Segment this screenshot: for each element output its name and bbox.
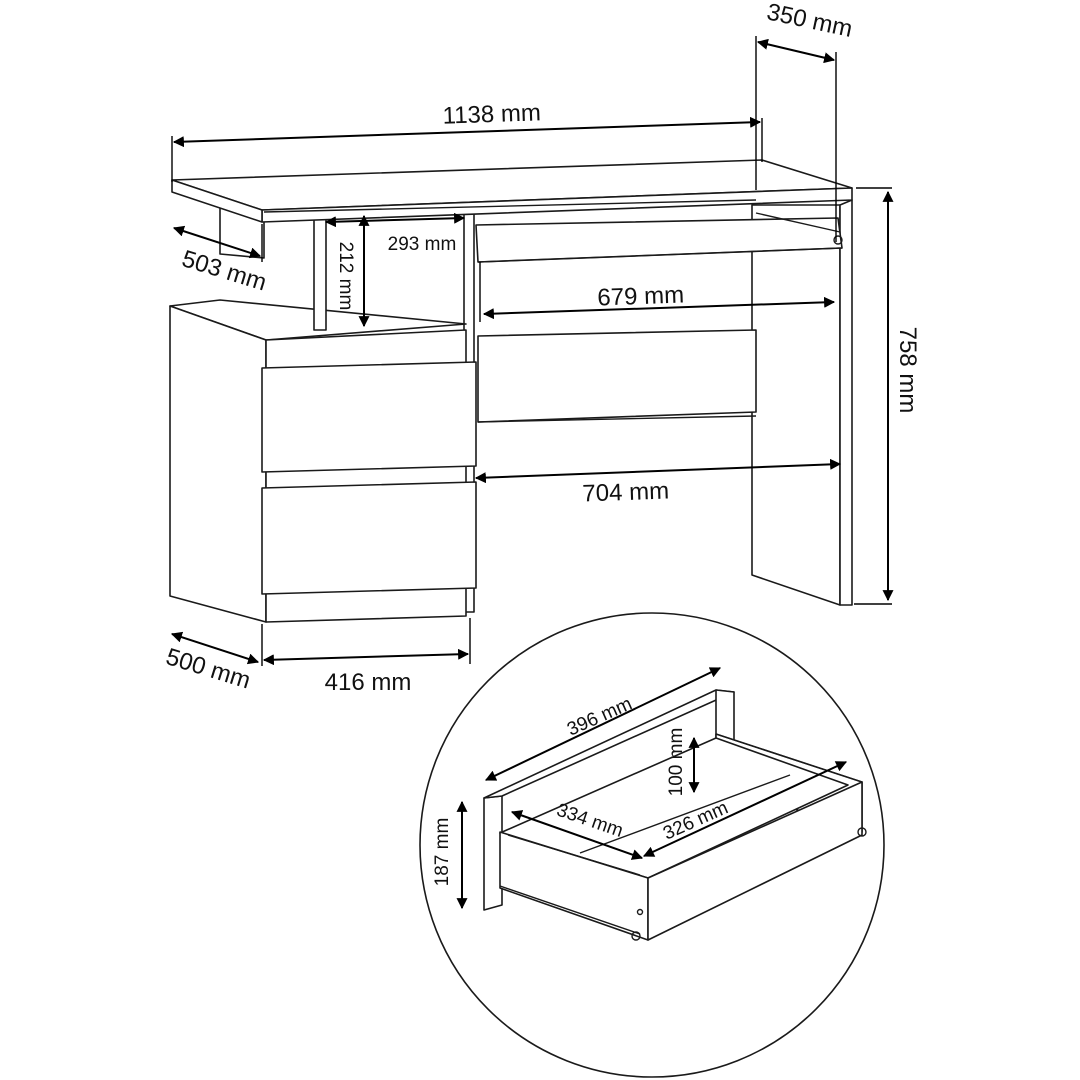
keyboard-tray-rail xyxy=(755,212,841,233)
desktop-back-line xyxy=(263,199,757,213)
dim-326-line xyxy=(643,761,847,857)
dim-1138-line xyxy=(172,116,762,148)
tray-wheel xyxy=(833,235,843,245)
dim-293-label: 293 mm xyxy=(388,234,457,255)
dim-396-line xyxy=(485,667,721,781)
dim-187-label: 187 mm xyxy=(432,818,453,887)
drawer-runner xyxy=(499,885,641,935)
right-leg-edge xyxy=(839,199,853,606)
detail-circle xyxy=(419,612,885,1078)
dim-293-line xyxy=(324,212,466,228)
dim-212-label: 212 mm xyxy=(335,242,356,311)
desktop-left-edge xyxy=(171,179,263,223)
dim-503-line xyxy=(172,225,262,259)
dim-679-label: 679 mm xyxy=(597,281,685,311)
drawer-pull-hole xyxy=(636,908,644,916)
dim-704-line xyxy=(474,458,842,484)
niche-post xyxy=(313,212,327,331)
cabinet-side xyxy=(169,305,267,623)
runner-wheel-back xyxy=(857,827,867,837)
dim-334-line xyxy=(510,810,644,860)
dim-679-line xyxy=(482,296,836,320)
dim-704-label: 704 mm xyxy=(582,477,670,507)
runner-wheel-front xyxy=(631,931,641,941)
cabinet-drawer-bottom xyxy=(261,481,477,595)
keyboard-tray-front xyxy=(477,247,843,263)
middle-drawer-front xyxy=(477,329,757,423)
desk-drawing xyxy=(169,159,853,623)
dim-500-line xyxy=(170,631,260,665)
dim-1138-label: 1138 mm xyxy=(442,99,541,129)
dim-100-label: 100 mm xyxy=(666,728,687,797)
dim-350-line xyxy=(756,38,836,64)
right-leg-side xyxy=(751,204,841,606)
dim-350-label: 350 mm xyxy=(764,0,854,43)
dim-416-label: 416 mm xyxy=(325,669,412,696)
dim-416-line xyxy=(262,648,470,666)
dim-758-label: 758 mm xyxy=(894,327,921,414)
drawer-detail xyxy=(419,612,885,1078)
dim-500-label: 500 mm xyxy=(163,643,254,694)
cabinet-drawer-top xyxy=(261,361,477,473)
middle-apron-bottom xyxy=(477,415,757,423)
